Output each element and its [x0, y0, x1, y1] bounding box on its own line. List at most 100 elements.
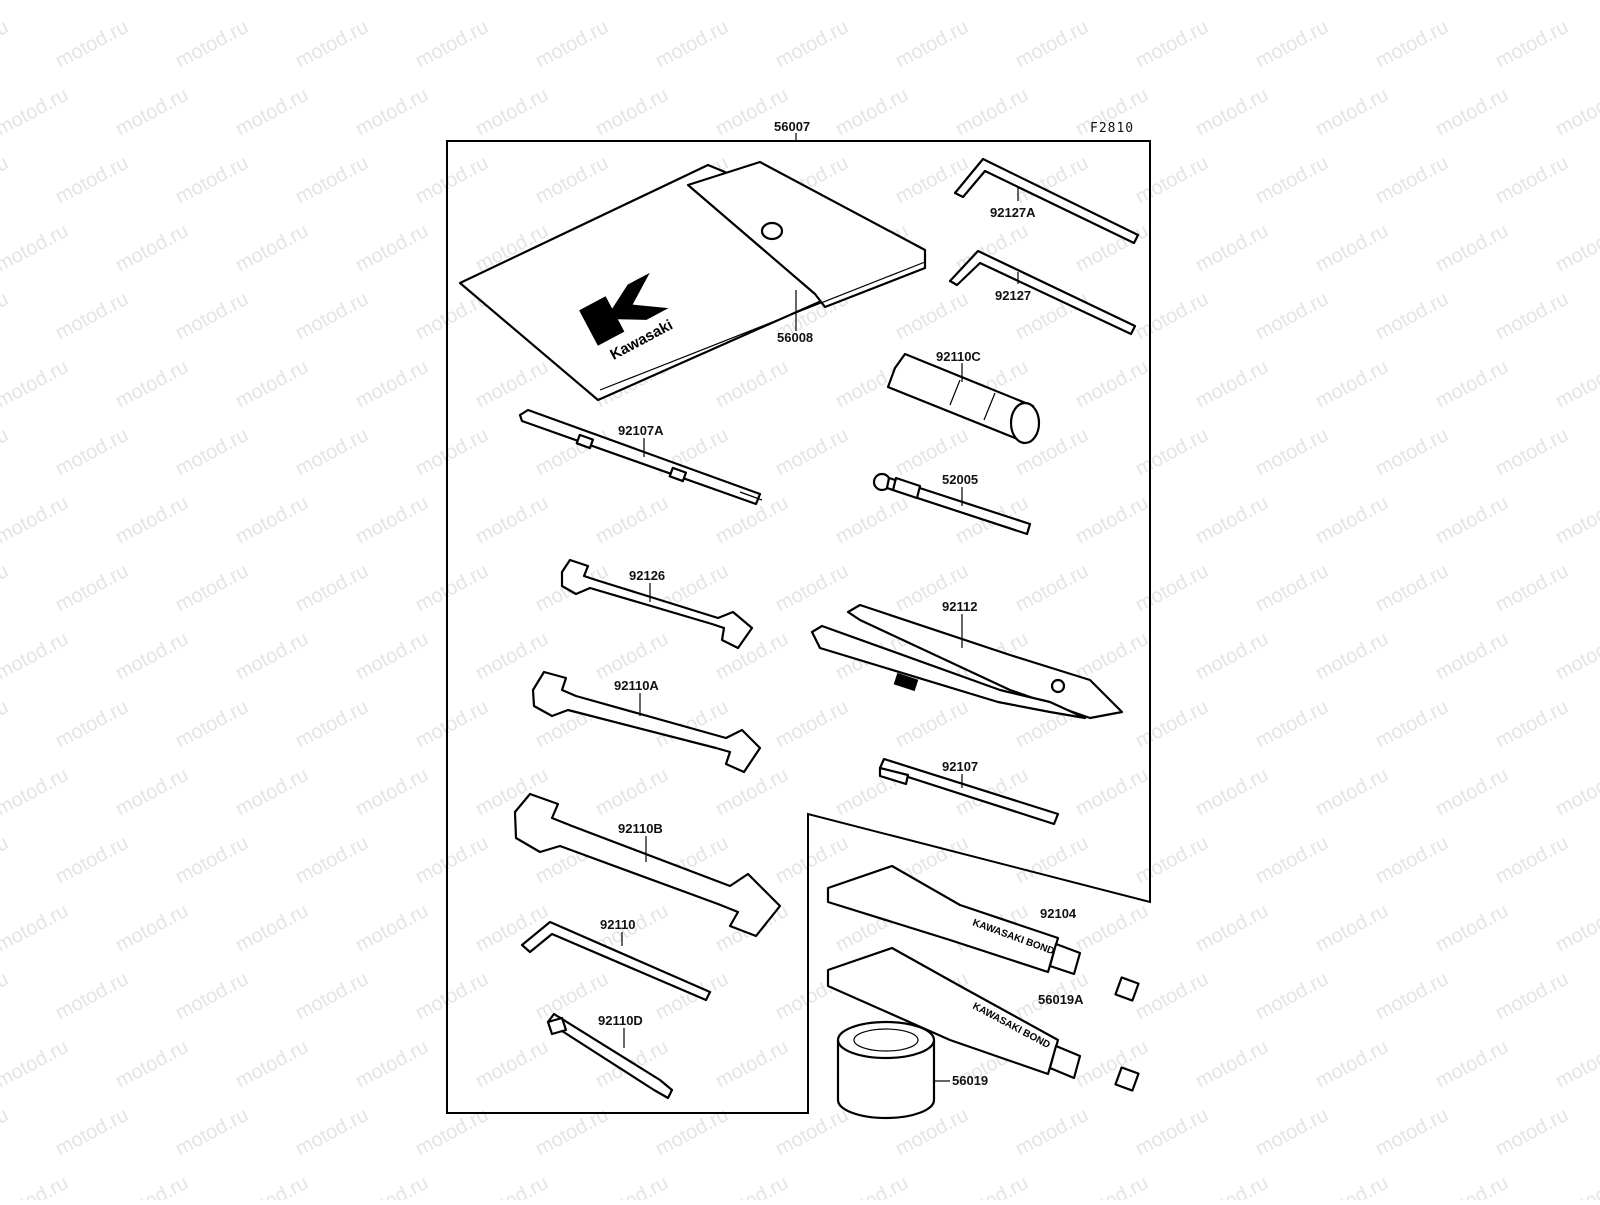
- part-label-92127: 92127: [995, 288, 1031, 303]
- watermark-text: motod.ru: [1192, 492, 1272, 548]
- watermark-text: motod.ru: [412, 696, 492, 752]
- watermark-text: motod.ru: [1312, 356, 1392, 412]
- watermark-text: motod.ru: [1252, 968, 1332, 1024]
- watermark-text: motod.ru: [0, 220, 72, 276]
- watermark-text: motod.ru: [1312, 220, 1392, 276]
- watermark-text: motod.ru: [1552, 900, 1600, 956]
- watermark-text: motod.ru: [772, 16, 852, 72]
- watermark-text: motod.ru: [292, 968, 372, 1024]
- watermark-text: motod.ru: [232, 628, 312, 684]
- watermark-text: motod.ru: [0, 84, 72, 140]
- watermark-text: motod.ru: [352, 1036, 432, 1092]
- watermark-text: motod.ru: [1072, 764, 1152, 820]
- watermark-text: motod.ru: [112, 1172, 192, 1200]
- watermark-text: motod.ru: [412, 968, 492, 1024]
- open-wrench-large: [513, 792, 782, 938]
- watermark-text: motod.ru: [1432, 1036, 1512, 1092]
- hex-key: [520, 920, 712, 1002]
- watermark-text: motod.ru: [1252, 1104, 1332, 1160]
- watermark-text: motod.ru: [52, 968, 132, 1024]
- part-label-92110D: 92110D: [598, 1013, 643, 1028]
- watermark-text: motod.ru: [1492, 16, 1572, 72]
- watermark-text: motod.ru: [1552, 492, 1600, 548]
- watermark-text: motod.ru: [1132, 968, 1212, 1024]
- watermark-text: motod.ru: [1012, 16, 1092, 72]
- watermark-text: motod.ru: [1192, 628, 1272, 684]
- watermark-text: motod.ru: [1432, 356, 1512, 412]
- watermark-text: motod.ru: [232, 84, 312, 140]
- open-wrench-small: [560, 558, 754, 650]
- watermark-text: motod.ru: [1432, 900, 1512, 956]
- watermark-text: motod.ru: [472, 1172, 552, 1200]
- watermark-text: motod.ru: [1372, 424, 1452, 480]
- watermark-text: motod.ru: [0, 832, 12, 888]
- watermark-text: motod.ru: [112, 1036, 192, 1092]
- watermark-text: motod.ru: [712, 1172, 792, 1200]
- watermark-text: motod.ru: [0, 288, 12, 344]
- watermark-text: motod.ru: [1372, 288, 1452, 344]
- watermark-text: motod.ru: [1012, 832, 1092, 888]
- watermark-text: motod.ru: [712, 1036, 792, 1092]
- watermark-text: motod.ru: [112, 356, 192, 412]
- watermark-text: motod.ru: [1492, 560, 1572, 616]
- watermark-text: motod.ru: [1192, 84, 1272, 140]
- watermark-text: motod.ru: [1372, 560, 1452, 616]
- watermark-text: motod.ru: [292, 288, 372, 344]
- watermark-text: motod.ru: [1252, 560, 1332, 616]
- part-label-56019A: 56019A: [1038, 992, 1084, 1007]
- watermark-text: motod.ru: [832, 84, 912, 140]
- watermark-text: motod.ru: [1492, 1104, 1572, 1160]
- watermark-text: motod.ru: [1372, 152, 1452, 208]
- pliers: [810, 603, 1124, 720]
- watermark-text: motod.ru: [0, 492, 72, 548]
- watermark-text: motod.ru: [1312, 764, 1392, 820]
- watermark-text: motod.ru: [1312, 1036, 1392, 1092]
- watermark-text: motod.ru: [172, 16, 252, 72]
- watermark-text: motod.ru: [52, 696, 132, 752]
- watermark-text: motod.ru: [52, 288, 132, 344]
- watermark-text: motod.ru: [1132, 424, 1212, 480]
- watermark-text: motod.ru: [892, 152, 972, 208]
- watermark-text: motod.ru: [1192, 1036, 1272, 1092]
- watermark-text: motod.ru: [52, 16, 132, 72]
- watermark-text: motod.ru: [1192, 900, 1272, 956]
- watermark-text: motod.ru: [172, 1104, 252, 1160]
- watermark-text: motod.ru: [112, 764, 192, 820]
- watermark-text: motod.ru: [472, 356, 552, 412]
- watermark-text: motod.ru: [1432, 220, 1512, 276]
- watermark-text: motod.ru: [1372, 1104, 1452, 1160]
- watermark-text: motod.ru: [1012, 1104, 1092, 1160]
- kit-frame: [446, 140, 1151, 1114]
- watermark-text: motod.ru: [832, 492, 912, 548]
- watermark-text: motod.ru: [0, 356, 72, 412]
- watermark-text: motod.ru: [1492, 152, 1572, 208]
- part-label-92110C: 92110C: [936, 349, 981, 364]
- watermark-text: motod.ru: [1132, 560, 1212, 616]
- watermark-text: motod.ru: [232, 1036, 312, 1092]
- watermark-text: motod.ru: [1552, 220, 1600, 276]
- watermark-text: motod.ru: [292, 832, 372, 888]
- watermark-text: motod.ru: [892, 16, 972, 72]
- watermark-text: motod.ru: [1192, 1172, 1272, 1200]
- watermark-text: motod.ru: [1432, 764, 1512, 820]
- watermark-text: motod.ru: [52, 424, 132, 480]
- watermark-text: motod.ru: [1132, 1104, 1212, 1160]
- watermark-text: motod.ru: [112, 84, 192, 140]
- watermark-text: motod.ru: [892, 696, 972, 752]
- spark-plug-socket: [886, 352, 1041, 445]
- watermark-text: motod.ru: [472, 492, 552, 548]
- watermark-text: motod.ru: [0, 560, 12, 616]
- watermark-text: motod.ru: [772, 832, 852, 888]
- part-label-92104: 92104: [1040, 906, 1077, 921]
- part-label-92107: 92107: [942, 759, 978, 774]
- watermark-text: motod.ru: [1252, 288, 1332, 344]
- watermark-text: motod.ru: [1432, 84, 1512, 140]
- watermark-text: motod.ru: [1072, 492, 1152, 548]
- watermark-text: motod.ru: [1252, 16, 1332, 72]
- watermark-text: motod.ru: [412, 560, 492, 616]
- watermark-text: motod.ru: [0, 900, 72, 956]
- watermark-text: motod.ru: [952, 84, 1032, 140]
- part-label-56019: 56019: [952, 1073, 988, 1088]
- watermark-text: motod.ru: [712, 0, 792, 4]
